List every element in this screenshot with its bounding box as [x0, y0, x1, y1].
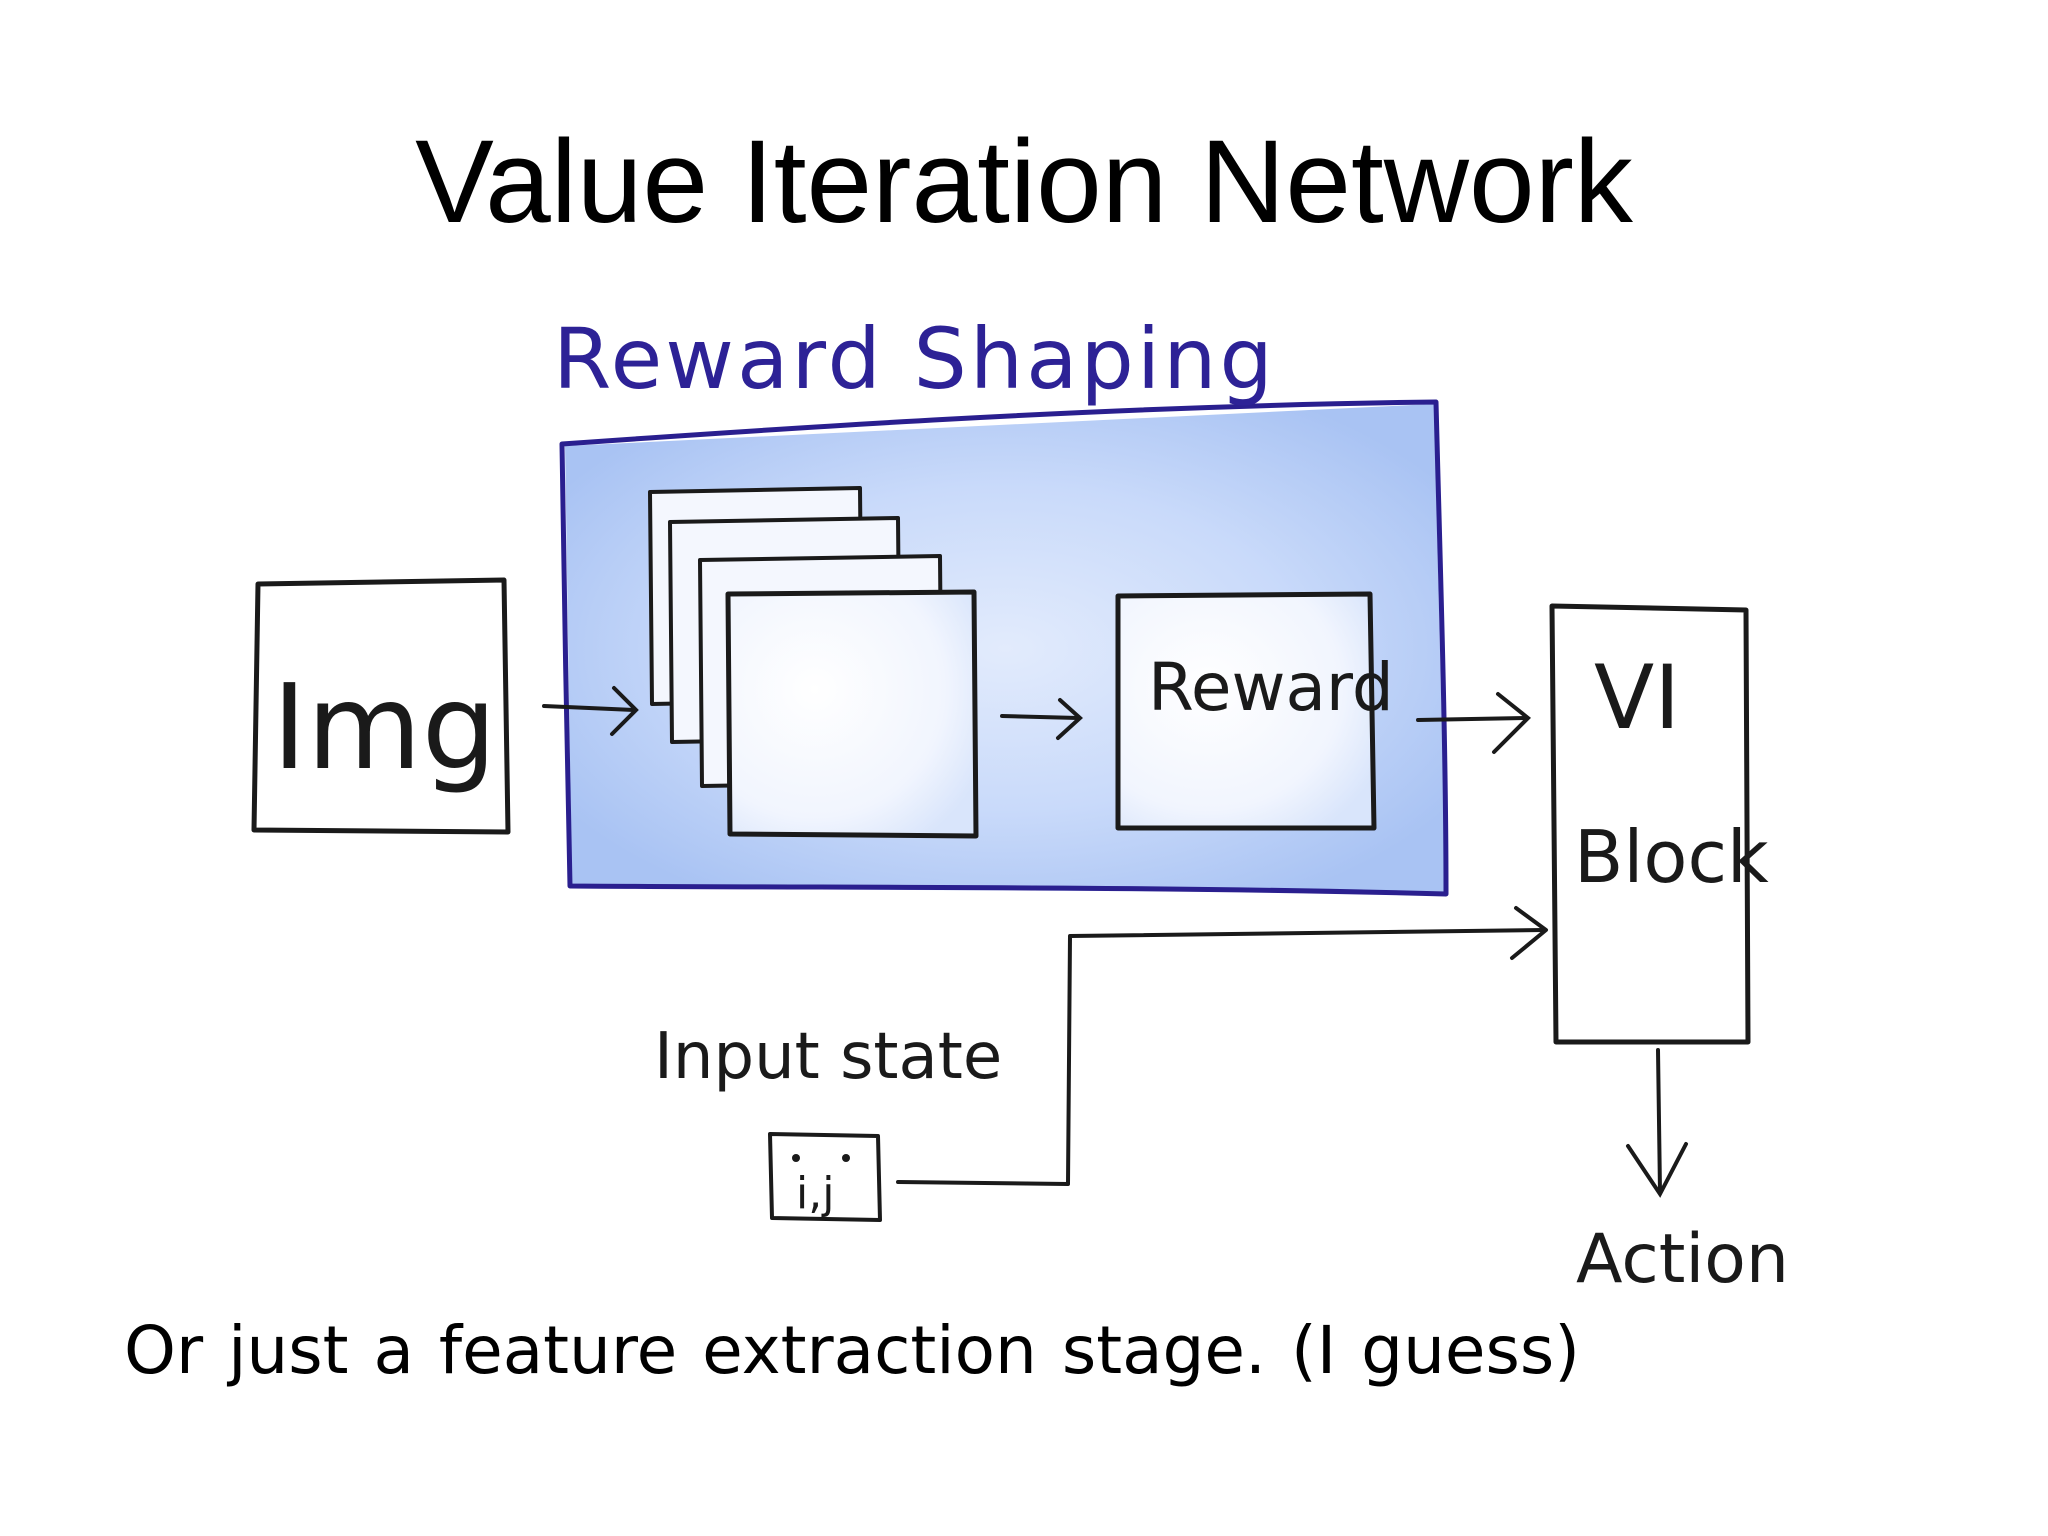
arrow-vi-to-action	[1626, 1048, 1688, 1198]
vi-block-title: VI	[1594, 646, 1680, 749]
arrow-conv-to-reward	[1000, 698, 1083, 740]
slide-title: Value Iteration Network	[415, 116, 1633, 248]
arrow-reward-to-vi	[1416, 692, 1531, 754]
conv-layer-4	[725, 589, 979, 839]
state-symbol: i,j	[796, 1168, 834, 1219]
reward-label: Reward	[1148, 649, 1394, 726]
conv-layer-stack	[648, 486, 979, 839]
reward-shaping-border	[559, 399, 1449, 897]
reward-box: Reward	[1115, 591, 1394, 831]
arrow-state-to-vi	[896, 906, 1548, 1186]
vi-block-subtitle: Block	[1574, 815, 1769, 899]
state-box: i,j	[768, 1132, 882, 1222]
vi-block: VI Block	[1549, 603, 1769, 1045]
arrow-img-to-conv	[542, 686, 639, 736]
action-label: Action	[1576, 1220, 1789, 1299]
slide-caption: Or just a feature extraction stage. (I g…	[124, 1312, 1581, 1389]
reward-shaping-label: Reward Shaping	[553, 310, 1276, 408]
img-label: Img	[272, 658, 497, 796]
img-box: Img	[251, 577, 511, 835]
input-state-label: Input state	[654, 1020, 1002, 1094]
